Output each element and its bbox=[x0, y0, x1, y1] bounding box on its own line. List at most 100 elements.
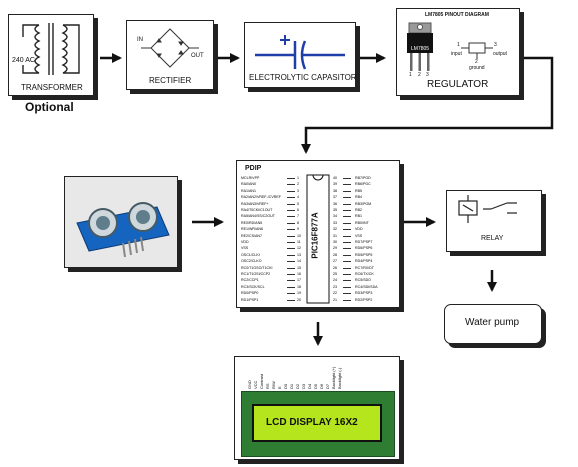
mcu-pin-lead bbox=[287, 261, 295, 263]
mcu-pin-name: RB0/INT bbox=[355, 220, 369, 225]
mcu-pin-lead bbox=[343, 229, 351, 231]
mcu-pin-number: 1 bbox=[297, 176, 299, 180]
mcu-pin-lead bbox=[343, 222, 351, 224]
mcu-pin-lead bbox=[287, 229, 295, 231]
mcu-pin-name: OSC2/CLKO bbox=[241, 259, 262, 264]
mcu-pin-lead bbox=[287, 178, 295, 179]
lcd-pin-label: E bbox=[277, 386, 282, 389]
mcu-pin-lead bbox=[343, 267, 351, 269]
mcu-pin-name: RA4/T0CKI/C1OUT bbox=[241, 208, 273, 212]
mcu-pin-name: RB2 bbox=[355, 208, 362, 212]
regulator-ground-label: ground bbox=[469, 65, 485, 71]
mcu-pin-name: RD3/PSP3 bbox=[355, 291, 373, 296]
mcu-pin-name: RE1/WR/AN6 bbox=[241, 227, 263, 232]
mcu-pin-number: 9 bbox=[297, 227, 299, 232]
lcd-pin-label: D1 bbox=[289, 383, 294, 389]
regulator-chip-label: LM7805 bbox=[411, 46, 430, 52]
lcd-pin-label: D5 bbox=[313, 383, 318, 389]
ultrasonic-sensor-block bbox=[64, 176, 178, 268]
mcu-pin-name: RA2/AN2/VREF-/CVREF bbox=[241, 195, 281, 200]
lcd-pin-label: Backlight (+) bbox=[331, 366, 336, 389]
mcu-pin-number: 26 bbox=[333, 265, 337, 270]
mcu-pin-number: 7 bbox=[297, 214, 299, 219]
lcd-pin-label: D2 bbox=[295, 383, 300, 389]
mcu-pin: VSS 31 bbox=[331, 233, 397, 239]
mcu-pin-number: 19 bbox=[297, 291, 301, 296]
mcu-pin-name: RA1/AN1 bbox=[241, 188, 256, 193]
mcu-pin-number: 25 bbox=[333, 272, 337, 276]
lcd-pin-label: D7 bbox=[325, 383, 330, 389]
mcu-pin-name: RE2/CS/AN7 bbox=[241, 233, 262, 238]
mcu-pin-number: 18 bbox=[297, 284, 301, 289]
mcu-pin-number: 23 bbox=[333, 284, 337, 289]
lcd-pin-label: R/W bbox=[271, 381, 276, 389]
mcu-pin-number: 31 bbox=[333, 233, 337, 238]
mcu-pin-lead bbox=[287, 299, 295, 301]
mcu-pin-name: RC7/RX/DT bbox=[355, 265, 374, 270]
mcu-chip-body bbox=[306, 174, 330, 304]
regulator-pin-3-number: 3 bbox=[426, 72, 429, 78]
mcu-pin-name: VSS bbox=[241, 246, 249, 251]
mcu-pin-lead bbox=[343, 203, 351, 205]
mcu-pin: RA2/AN2/VREF-/CVREF 4 bbox=[239, 194, 305, 200]
mcu-pin-number: 21 bbox=[333, 297, 337, 302]
relay-symbol-icon bbox=[458, 195, 517, 223]
ultrasonic-sensor-icon bbox=[76, 202, 170, 258]
lcd-screen-text: LCD DISPLAY 16X2 bbox=[266, 417, 358, 428]
mcu-pin-name: RD0/PSP0 bbox=[241, 291, 259, 296]
mcu-pin-number: 8 bbox=[297, 220, 299, 225]
mcu-pin-number: 29 bbox=[333, 246, 337, 251]
mcu-pin-number: 40 bbox=[333, 176, 337, 180]
transformer-symbol-icon bbox=[22, 23, 80, 75]
mcu-pin-lead bbox=[287, 242, 295, 243]
regulator-input-label: input bbox=[451, 51, 462, 57]
mcu-pin-name: RD6/PSP6 bbox=[355, 246, 373, 251]
mcu-pin-lead bbox=[287, 248, 295, 250]
mcu-pin-number: 4 bbox=[297, 195, 299, 200]
regulator-diagram-pin-3: 3 bbox=[494, 42, 497, 48]
mcu-pin-name: RE0/RD/AN5 bbox=[241, 220, 263, 225]
mcu-pin-name: RC2/CCP1 bbox=[241, 278, 259, 283]
mcu-pin-lead bbox=[287, 267, 295, 269]
water-pump-label: Water pump bbox=[465, 317, 520, 328]
mcu-pin-number: 14 bbox=[297, 259, 301, 264]
mcu-pin-name: RC0/T1OSO/T1CKI bbox=[241, 265, 273, 270]
mcu-pin-number: 6 bbox=[297, 208, 299, 212]
mcu-pin-lead bbox=[287, 197, 295, 199]
rectifier-block: IN OUT RECTIFIER bbox=[126, 20, 214, 90]
lcd-pin-label: D3 bbox=[301, 383, 306, 389]
electrolytic-capacitor-icon bbox=[255, 35, 345, 70]
mcu-pin-lead bbox=[343, 293, 351, 295]
mcu-pin-name: RA0/AN0 bbox=[241, 182, 256, 187]
mcu-pin-name: RD5/PSP5 bbox=[355, 252, 373, 257]
mcu-pin-lead bbox=[287, 293, 295, 295]
mcu-pin-name: VSS bbox=[355, 233, 363, 238]
mcu-pin-name: RD1/PSP1 bbox=[241, 297, 259, 302]
lcd-screen: LCD DISPLAY 16X2 bbox=[252, 404, 382, 442]
mcu-pin-lead bbox=[343, 190, 351, 192]
mcu-pin-name: RC6/TX/CK bbox=[355, 272, 374, 276]
mcu-pin-lead bbox=[287, 203, 295, 205]
mcu-pin-lead bbox=[343, 299, 351, 301]
mcu-pin-name: RB7/PGD bbox=[355, 176, 371, 180]
mcu-pin-number: 11 bbox=[297, 240, 301, 244]
lcd-pin-label: Contrast bbox=[259, 373, 264, 389]
mcu-pin-number: 24 bbox=[333, 278, 337, 283]
mcu-pin-number: 30 bbox=[333, 240, 337, 244]
mcu-pin-lead bbox=[343, 254, 351, 256]
